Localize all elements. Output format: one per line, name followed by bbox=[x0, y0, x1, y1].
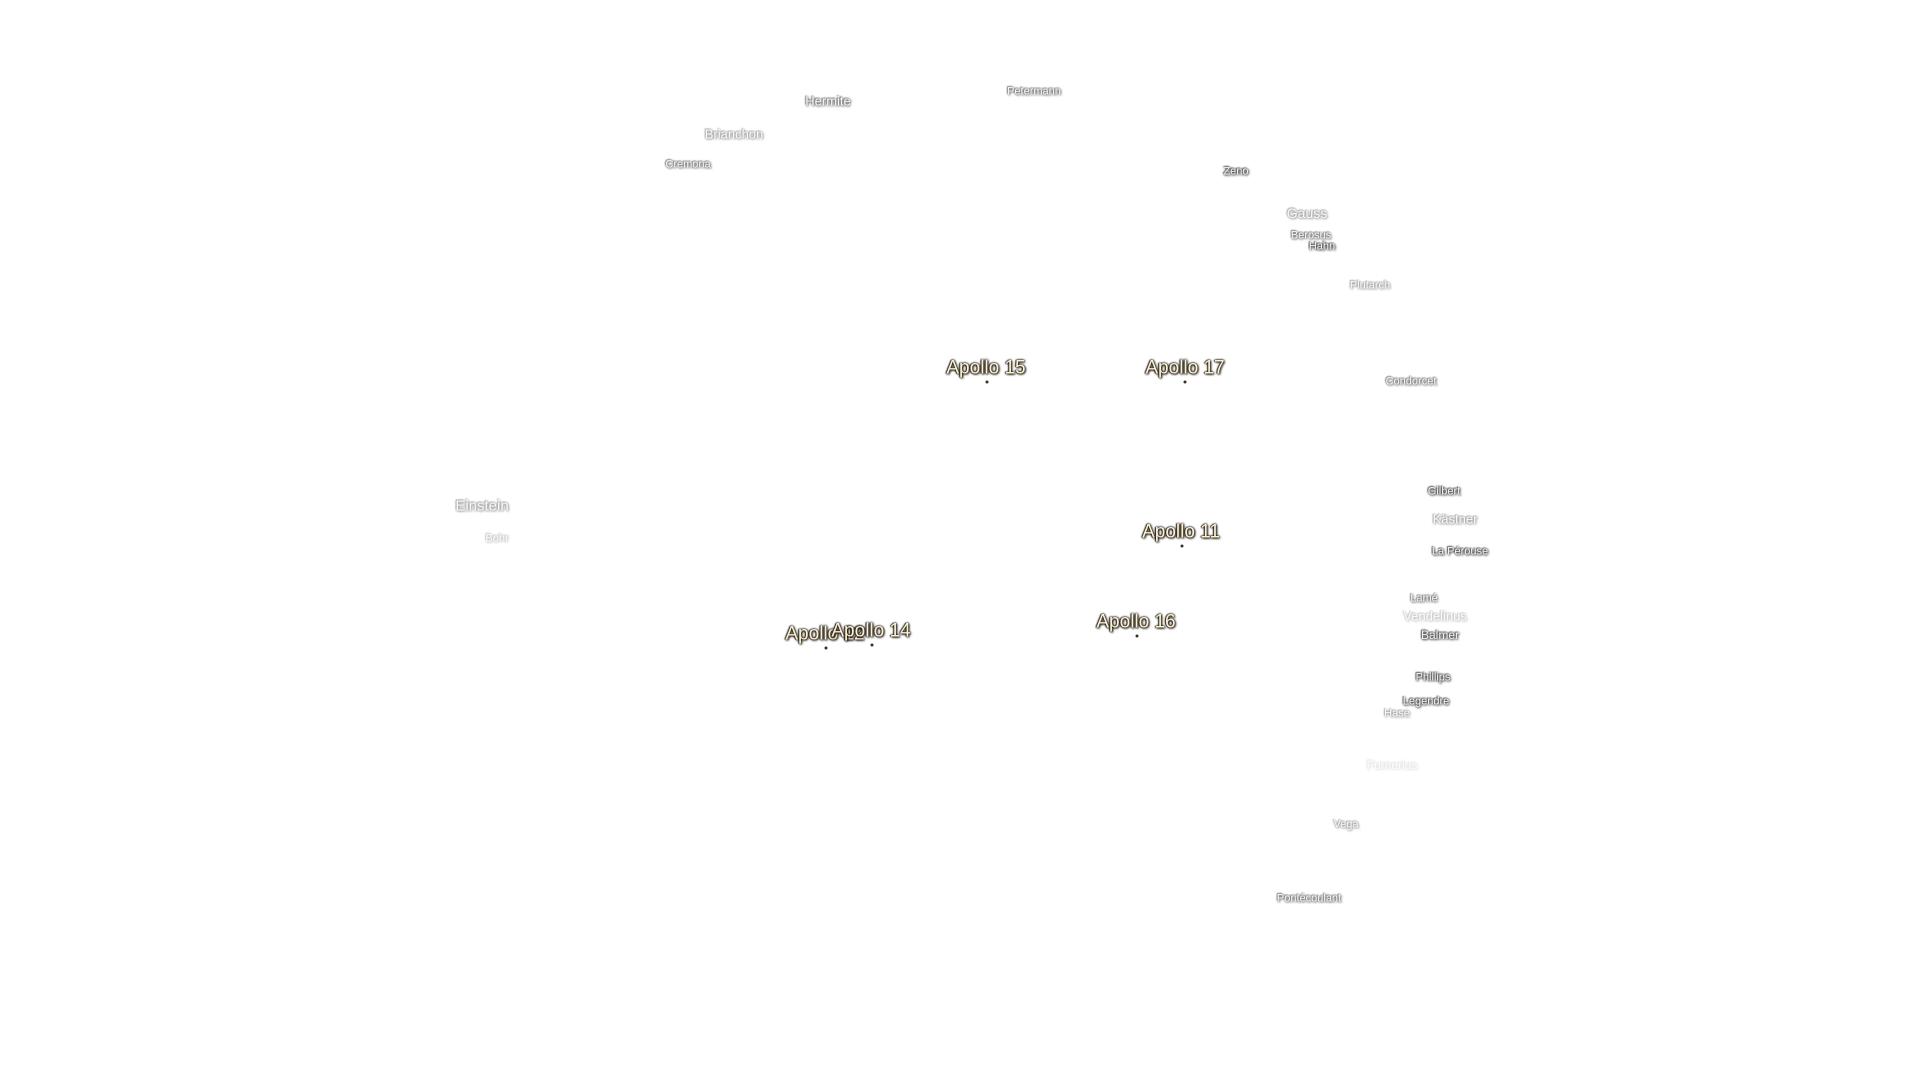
crater-label-vendelinus[interactable]: Vendelinus bbox=[1403, 608, 1467, 624]
apollo-16-label[interactable]: Apollo 16 bbox=[1096, 611, 1176, 633]
crater-label-brianchon[interactable]: Brianchon bbox=[704, 126, 764, 142]
apollo-15-label[interactable]: Apollo 15 bbox=[946, 357, 1026, 379]
apollo-16-site-marker[interactable] bbox=[1135, 634, 1139, 638]
crater-label-la-perouse[interactable]: La Pérouse bbox=[1431, 545, 1489, 558]
crater-label-berosus[interactable]: Berosus bbox=[1290, 229, 1332, 242]
crater-label-phillips[interactable]: Phillips bbox=[1415, 671, 1451, 684]
apollo-14-site-marker[interactable] bbox=[870, 643, 874, 647]
apollo-11-label[interactable]: Apollo 11 bbox=[1142, 521, 1220, 543]
crater-label-vega[interactable]: Vega bbox=[1333, 818, 1359, 831]
crater-label-hermite[interactable]: Hermite bbox=[805, 93, 851, 109]
apollo-12-label[interactable]: Apollo 12 bbox=[785, 623, 865, 645]
crater-label-cremona[interactable]: Cremona bbox=[665, 158, 711, 171]
crater-label-zeno[interactable]: Zeno bbox=[1223, 165, 1249, 178]
crater-label-plutarch[interactable]: Plutarch bbox=[1349, 279, 1391, 292]
crater-label-bohr[interactable]: Bohr bbox=[485, 532, 509, 545]
apollo-17-site-marker[interactable] bbox=[1183, 380, 1187, 384]
crater-label-einstein[interactable]: Einstein bbox=[455, 497, 509, 515]
crater-label-condorcet[interactable]: Condorcet bbox=[1385, 375, 1437, 388]
crater-label-hase[interactable]: Hase bbox=[1384, 707, 1410, 720]
crater-label-pontecoulant[interactable]: Pontécoulant bbox=[1276, 892, 1342, 905]
crater-label-kastner[interactable]: Kästner bbox=[1432, 511, 1478, 527]
apollo-15-site-marker[interactable] bbox=[985, 380, 989, 384]
apollo-14-label[interactable]: Apollo 14 bbox=[831, 620, 911, 642]
apollo-12-site-marker[interactable] bbox=[824, 646, 828, 650]
crater-label-lame[interactable]: Lamé bbox=[1410, 592, 1438, 605]
crater-label-balmer[interactable]: Balmer bbox=[1420, 628, 1460, 642]
crater-label-petermann[interactable]: Petermann bbox=[1007, 85, 1061, 98]
apollo-17-label[interactable]: Apollo 17 bbox=[1145, 357, 1225, 379]
crater-label-gauss[interactable]: Gauss bbox=[1286, 205, 1328, 221]
crater-label-hahn[interactable]: Hahn bbox=[1308, 240, 1336, 253]
crater-label-gilbert[interactable]: Gilbert bbox=[1427, 485, 1461, 498]
apollo-11-site-marker[interactable] bbox=[1180, 544, 1184, 548]
crater-label-legendre[interactable]: Legendre bbox=[1402, 695, 1450, 708]
crater-label-furnerius[interactable]: Furnerius bbox=[1366, 758, 1418, 772]
